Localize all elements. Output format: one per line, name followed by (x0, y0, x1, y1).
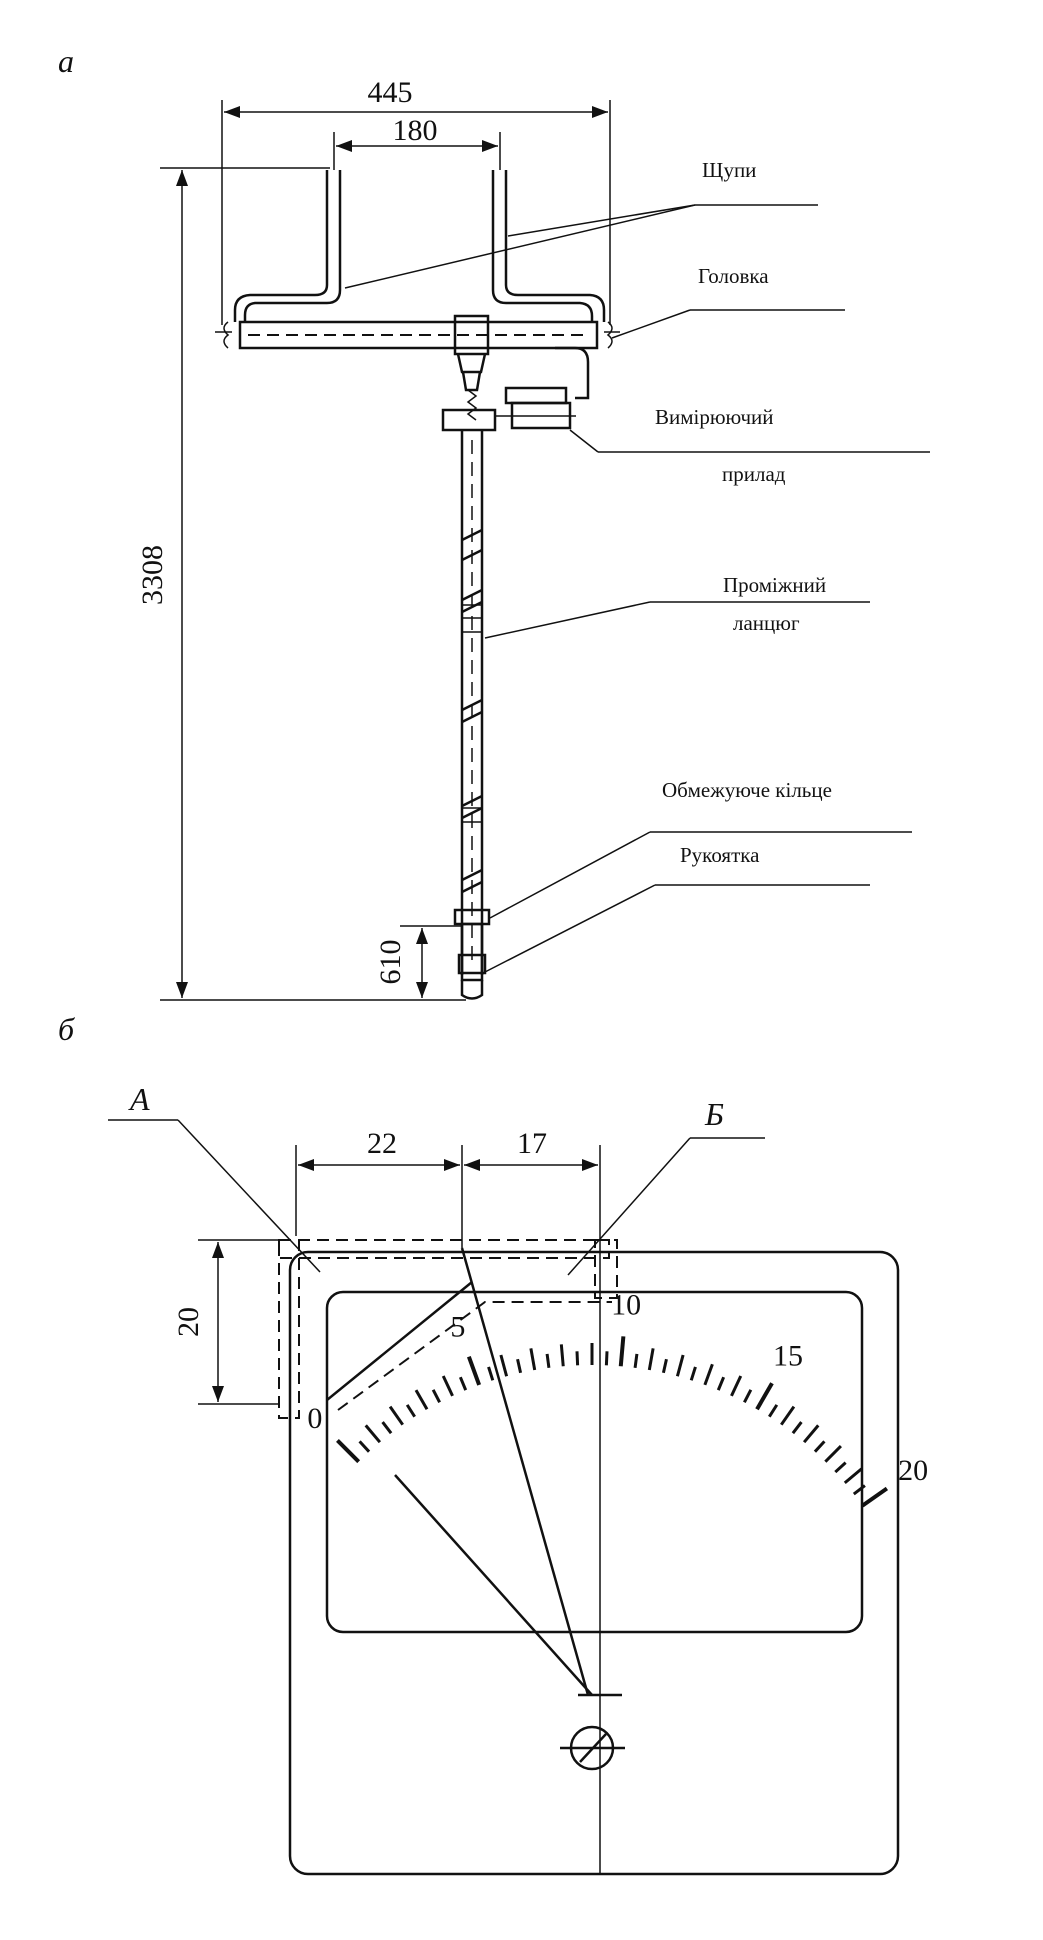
label-head: Головка (611, 264, 845, 339)
dashed-outline (278, 1239, 618, 1419)
dim-17-label: 17 (517, 1127, 547, 1160)
scale-tick (661, 1358, 668, 1374)
scale-tick (559, 1344, 565, 1367)
scale-tick (689, 1366, 697, 1381)
scale-tick (431, 1389, 441, 1403)
scale-tick (458, 1376, 468, 1391)
label-meter: Вимірюючий прилад (569, 405, 930, 486)
dim-3308-label: 3308 (136, 545, 169, 605)
scale-label-10: 10 (611, 1288, 641, 1321)
probes (233, 170, 606, 322)
panel-b-letter: б (58, 1011, 75, 1047)
scale-label-15: 15 (773, 1340, 803, 1373)
scale-tick (633, 1353, 639, 1369)
label-chain: Проміжний ланцюг (484, 573, 870, 639)
scale-tick (861, 1486, 889, 1508)
scale-tick (604, 1351, 609, 1366)
dim-20: 20 (172, 1239, 280, 1405)
dim-445: 445 (221, 76, 611, 325)
label-head-text: Головка (698, 264, 769, 288)
scale-tick (703, 1363, 714, 1386)
scale-tick (441, 1375, 454, 1397)
scale-tick (575, 1351, 580, 1366)
scale-tick (824, 1445, 842, 1463)
handle (457, 922, 487, 1000)
label-probes: Щупи (344, 158, 818, 289)
scale-tick (388, 1405, 404, 1426)
label-probes-text: Щупи (702, 158, 756, 182)
label-handle-text: Рукоятка (680, 843, 760, 867)
collar (441, 408, 497, 432)
label-ring: Обмежуюче кільце (489, 778, 912, 919)
panel-a-letter: а (58, 43, 74, 79)
scale-tick (529, 1348, 537, 1371)
dim-22-17: 22 17 (295, 1127, 601, 1248)
scale-tick (802, 1424, 820, 1444)
dim-22-label: 22 (367, 1127, 397, 1160)
scale-tick (675, 1354, 685, 1377)
scale-tick (647, 1348, 655, 1371)
meter-body (288, 1250, 900, 1876)
dim-180-label: 180 (393, 114, 438, 147)
scale-label-0: 0 (307, 1402, 322, 1435)
label-chain-text-2: ланцюг (733, 611, 800, 635)
scale-tick (743, 1389, 753, 1403)
scale-tick (545, 1353, 551, 1369)
zero-adjust-screw (560, 1725, 625, 1771)
label-meter-text-1: Вимірюючий (655, 405, 773, 429)
scale-tick (813, 1440, 826, 1453)
label-handle: Рукоятка (484, 843, 870, 973)
head-hub (453, 314, 490, 421)
head-bar (215, 320, 620, 350)
dim-445-label: 445 (368, 76, 413, 109)
scale-window (325, 1290, 864, 1634)
scale-tick (852, 1484, 866, 1496)
label-chain-text-1: Проміжний (723, 573, 826, 597)
dim-610: 610 (374, 925, 462, 998)
scale-tick (755, 1382, 774, 1411)
scale-tick (364, 1424, 382, 1444)
dim-610-label: 610 (374, 940, 407, 985)
chain-rod (460, 430, 484, 975)
marker-b-label: Б (704, 1096, 724, 1132)
meter-pointer (394, 1474, 622, 1697)
scale-tick (487, 1366, 495, 1381)
meter-scale: 0 5 10 15 20 (307, 1288, 928, 1508)
scale-tick (768, 1404, 779, 1418)
label-meter-text-2: прилад (722, 462, 786, 486)
scale-tick (405, 1404, 416, 1418)
scale-tick (358, 1440, 371, 1453)
dim-180: 180 (333, 114, 501, 170)
scale-tick (791, 1421, 803, 1435)
label-ring-text: Обмежуюче кільце (662, 778, 832, 802)
dim-20-label: 20 (172, 1307, 205, 1337)
scale-label-5: 5 (450, 1311, 465, 1344)
marker-a-label: А (128, 1081, 150, 1117)
scale-label-20: 20 (898, 1454, 928, 1487)
scale-tick (414, 1389, 429, 1410)
marker-b: Б (567, 1096, 765, 1276)
scale-tick (516, 1358, 523, 1374)
dim-3308: 3308 (136, 167, 466, 1001)
scale-tick (780, 1405, 796, 1426)
scale-tick (618, 1336, 626, 1367)
scale-tick (730, 1375, 743, 1397)
marker-a: А (108, 1081, 321, 1273)
scale-tick (716, 1376, 726, 1391)
scale-tick (336, 1439, 361, 1464)
scale-tick (499, 1354, 509, 1377)
scale-tick (381, 1421, 393, 1435)
scale-tick (843, 1467, 863, 1485)
scale-tick (834, 1461, 847, 1474)
scale-tick (466, 1356, 482, 1386)
meter-device (496, 346, 590, 430)
